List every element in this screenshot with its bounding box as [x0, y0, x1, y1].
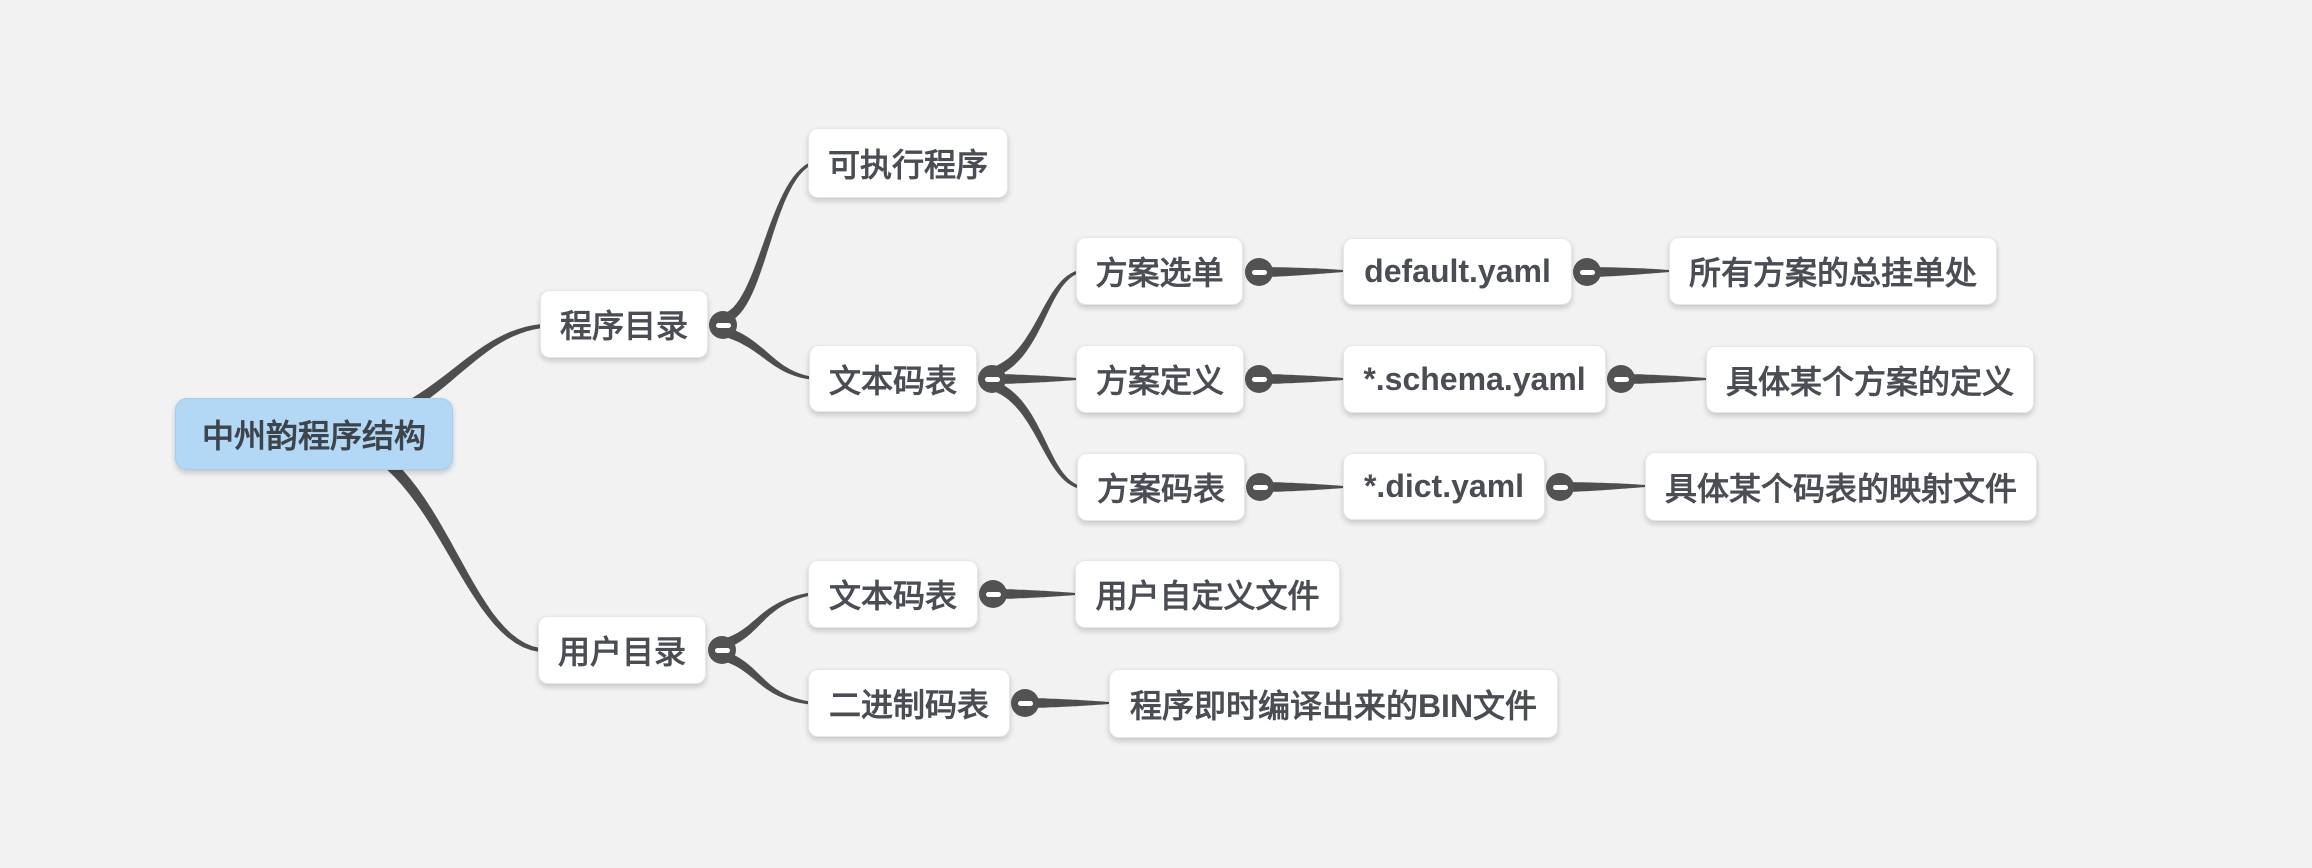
connector-path	[722, 651, 811, 705]
collapse-button-default-yaml[interactable]	[1573, 258, 1601, 286]
collapse-button-schema-yaml[interactable]	[1607, 365, 1635, 393]
collapse-button-schema-list[interactable]	[1245, 258, 1273, 286]
connector-path	[724, 327, 812, 380]
minus-icon	[984, 376, 1000, 382]
collapse-button-user-dir[interactable]	[708, 636, 736, 664]
mindmap-node-program-dir[interactable]: 程序目录	[540, 290, 708, 358]
mindmap-node-default-yaml[interactable]: default.yaml	[1343, 238, 1572, 305]
minus-icon	[985, 591, 1001, 597]
mindmap-node-text-tables-program[interactable]: 文本码表	[809, 345, 977, 412]
mindmap-node-schema-definition[interactable]: 方案定义	[1076, 345, 1244, 413]
node-label: 文本码表	[828, 362, 957, 399]
minus-icon	[1552, 484, 1568, 490]
node-label: 具体某个码表的映射文件	[1664, 470, 2017, 507]
connector-path	[992, 381, 1080, 489]
node-label: 所有方案的总挂单处	[1688, 255, 1977, 291]
node-label: 文本码表	[828, 578, 957, 614]
connector-path	[992, 270, 1079, 377]
minus-icon	[1252, 484, 1268, 490]
collapse-button-binary-tables[interactable]	[1011, 689, 1039, 717]
minus-icon	[714, 647, 730, 653]
node-label: 中州韵程序结构	[201, 418, 426, 454]
minus-icon	[1251, 376, 1267, 382]
minus-icon	[715, 322, 731, 328]
mindmap-node-text-tables-user[interactable]: 文本码表	[808, 560, 978, 628]
mindmap-node-schema-dict[interactable]: 方案码表	[1077, 453, 1245, 521]
connector-path	[724, 162, 811, 323]
minus-icon	[1017, 700, 1033, 706]
node-label: 二进制码表	[828, 687, 989, 723]
node-label: 程序即时编译出来的BIN文件	[1129, 687, 1538, 724]
node-label: 具体某个方案的定义	[1725, 363, 2014, 400]
node-label: 可执行程序	[827, 147, 988, 183]
node-label: 方案码表	[1096, 471, 1225, 507]
mindmap-node-user-custom-files[interactable]: 用户自定义文件	[1075, 560, 1340, 628]
minus-icon	[1251, 269, 1267, 275]
mindmap-node-dict-yaml[interactable]: *.dict.yaml	[1343, 453, 1545, 520]
mindmap-node-executable[interactable]: 可执行程序	[808, 128, 1008, 198]
mindmap-node-user-dir[interactable]: 用户目录	[538, 616, 706, 684]
mindmap-node-compiled-bin-files[interactable]: 程序即时编译出来的BIN文件	[1109, 669, 1558, 738]
mindmap-node-binary-tables[interactable]: 二进制码表	[808, 669, 1010, 737]
node-label: 方案选单	[1095, 255, 1224, 291]
collapse-button-text-tables-user[interactable]	[979, 580, 1007, 608]
node-label: 方案定义	[1095, 363, 1224, 399]
collapse-button-program-dir[interactable]	[709, 311, 737, 339]
node-label: default.yaml	[1364, 253, 1551, 289]
node-label: *.dict.yaml	[1363, 468, 1525, 504]
minus-icon	[1579, 269, 1595, 275]
connector-path	[722, 592, 811, 649]
mindmap-node-schema-definition-desc[interactable]: 具体某个方案的定义	[1706, 346, 2034, 413]
node-label: 用户目录	[557, 634, 686, 670]
collapse-button-text-tables-program[interactable]	[978, 365, 1006, 393]
mindmap-node-root[interactable]: 中州韵程序结构	[175, 398, 453, 470]
mindmap-node-schema-yaml[interactable]: *.schema.yaml	[1343, 345, 1606, 413]
collapse-button-schema-definition[interactable]	[1245, 365, 1273, 393]
collapse-button-dict-yaml[interactable]	[1546, 473, 1574, 501]
node-label: *.schema.yaml	[1363, 360, 1586, 397]
mindmap-node-dict-mapping-desc[interactable]: 具体某个码表的映射文件	[1645, 452, 2037, 521]
minus-icon	[1613, 376, 1629, 382]
node-label: 用户自定义文件	[1095, 578, 1320, 614]
collapse-button-schema-dict[interactable]	[1246, 473, 1274, 501]
node-label: 程序目录	[559, 308, 688, 344]
mindmap-node-all-schemas-hub[interactable]: 所有方案的总挂单处	[1669, 237, 1997, 305]
mindmap-node-schema-list[interactable]: 方案选单	[1076, 237, 1243, 305]
